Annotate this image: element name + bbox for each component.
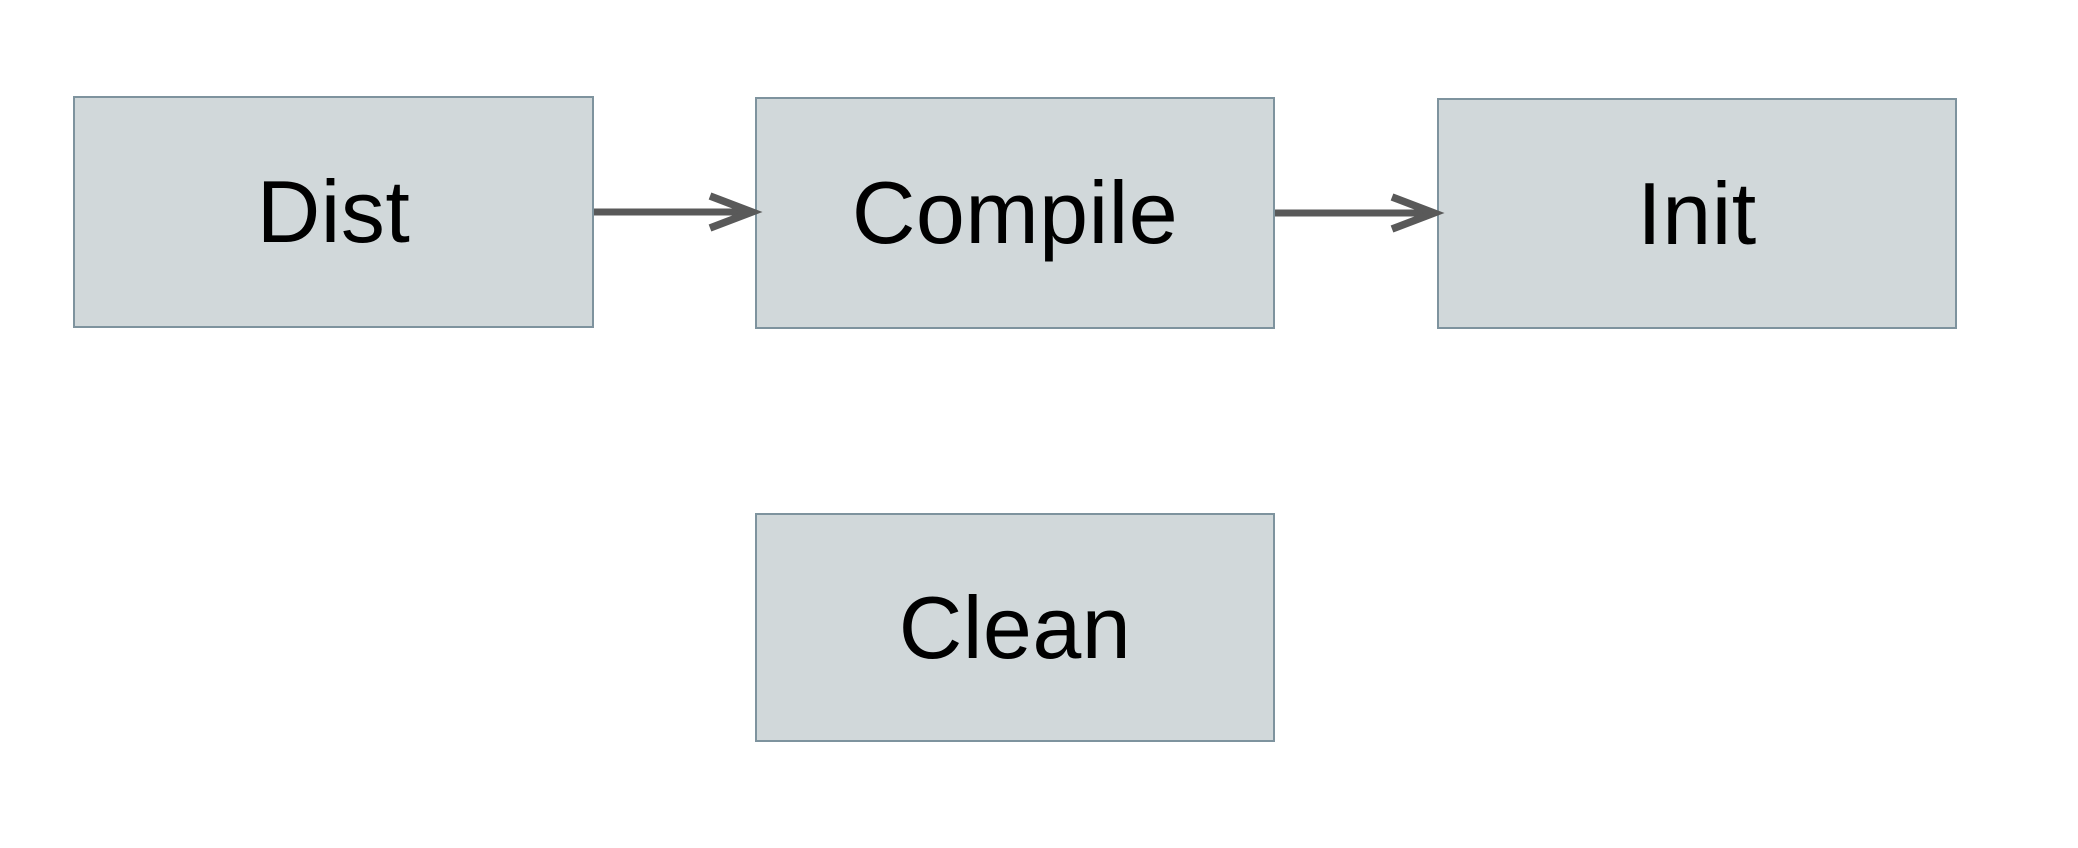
node-dist[interactable]: Dist [73, 96, 594, 328]
node-compile[interactable]: Compile [755, 97, 1275, 329]
arrow-head-icon [708, 192, 763, 232]
node-clean-label: Clean [898, 577, 1132, 677]
node-init[interactable]: Init [1437, 98, 1957, 329]
connector-arrow-dist-to-compile [594, 192, 763, 232]
arrow-head-icon [1390, 193, 1445, 233]
node-dist-label: Dist [256, 162, 411, 261]
node-compile-label: Compile [851, 163, 1179, 262]
node-init-label: Init [1637, 163, 1757, 263]
node-clean[interactable]: Clean [755, 513, 1275, 742]
connector-arrow-compile-to-init [1275, 193, 1445, 233]
